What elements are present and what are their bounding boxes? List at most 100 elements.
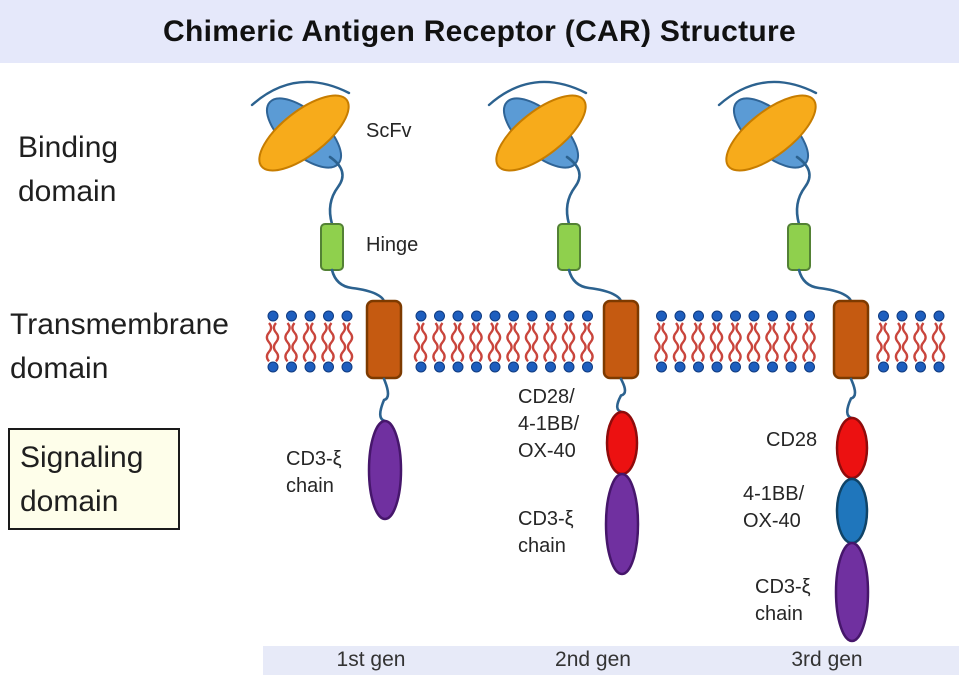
transmembrane-domain-label: Transmembrane domain (10, 308, 229, 385)
gen3-costim-label: 4-1BB/ OX-40 (743, 483, 805, 532)
linker-line (565, 155, 581, 226)
signaling-domain-label: Signaling domain (20, 441, 144, 518)
transmembrane-rect (832, 299, 870, 380)
phospholipid-head (915, 361, 926, 373)
phospholipid-head (730, 361, 741, 373)
linker-line (328, 155, 344, 226)
binding-domain-label: Binding domain (18, 131, 119, 208)
page-title: Chimeric Antigen Receptor (CAR) Structur… (163, 14, 796, 48)
phospholipid-head (563, 310, 575, 322)
phospholipid-head (582, 310, 593, 322)
phospholipid-head (304, 361, 316, 373)
costim-ellipse-red (835, 416, 869, 480)
scfv-label: ScFv (366, 120, 412, 142)
phospholipid-head (286, 310, 297, 322)
phospholipid-head (674, 361, 686, 373)
cd3-zeta-ellipse (604, 472, 640, 576)
phospholipid-head (915, 310, 926, 322)
phospholipid-head (323, 310, 334, 322)
transmembrane-rect (365, 299, 403, 380)
phospholipid-head (563, 361, 575, 373)
phospholipid-head (656, 310, 667, 322)
gen1-cd3-label: CD3-ξ chain (286, 448, 342, 497)
phospholipid-head (878, 361, 889, 373)
phospholipid-head (267, 361, 279, 373)
title-bar: Chimeric Antigen Receptor (CAR) Structur… (0, 0, 959, 63)
phospholipid-head (508, 361, 519, 373)
car-gen3 (717, 80, 870, 643)
phospholipid-head (748, 310, 760, 322)
phospholipid-head (804, 361, 815, 373)
phospholipid-head (933, 310, 945, 322)
linker-line (795, 155, 811, 226)
phospholipid-head (656, 361, 667, 373)
scfv-icon (250, 80, 351, 172)
phospholipid-head (286, 361, 297, 373)
phospholipid-head (804, 310, 815, 322)
phospholipid-head (545, 310, 556, 322)
cd3-zeta-ellipse (367, 419, 403, 521)
phospholipid-head (489, 361, 501, 373)
phospholipid-head (415, 310, 427, 322)
linker-line (378, 377, 390, 423)
gen2-cd3-label: CD3-ξ chain (518, 508, 574, 557)
phospholipid-head (748, 361, 760, 373)
hinge-label: Hinge (366, 234, 419, 256)
scfv-arc (717, 80, 818, 107)
gen3-cd3-label: CD3-ξ chain (755, 576, 811, 625)
phospholipid-head (767, 310, 778, 322)
phospholipid-head (674, 310, 686, 322)
linker-line (330, 268, 386, 304)
gen-label-1st: 1st gen (336, 648, 406, 671)
scfv-icon (487, 80, 588, 172)
lipid-bilayer (265, 310, 946, 373)
signaling-domain-box: Signaling domain (8, 428, 180, 530)
phospholipid-head (267, 310, 279, 322)
phospholipid-head (508, 310, 519, 322)
phospholipid-head (434, 361, 445, 373)
phospholipid-head (341, 310, 353, 322)
phospholipid-head (471, 361, 482, 373)
scfv-arc (487, 80, 588, 107)
phospholipid-head (785, 310, 797, 322)
hinge-shape (557, 223, 581, 271)
phospholipid-head (785, 361, 797, 373)
phospholipid-head (711, 310, 723, 322)
gen2-costim-label: CD28/ 4-1BB/ OX-40 (518, 386, 580, 462)
phospholipid-head (582, 361, 593, 373)
linker-line (797, 268, 853, 304)
phospholipid-head (896, 361, 908, 373)
phospholipid-head (693, 361, 704, 373)
gen-label-2nd: 2nd gen (555, 648, 631, 671)
phospholipid-head (933, 361, 945, 373)
phospholipid-head (452, 310, 464, 322)
phospholipid-head (693, 310, 704, 322)
costim-ellipse-red (605, 410, 639, 476)
costim-ellipse-blue (835, 477, 869, 545)
phospholipid-head (767, 361, 778, 373)
phospholipid-head (341, 361, 353, 373)
phospholipid-head (304, 310, 316, 322)
phospholipid-head (730, 310, 741, 322)
hinge-shape (787, 223, 811, 271)
footer-strip (263, 646, 959, 675)
cd3-zeta-ellipse (834, 541, 870, 643)
linker-line (845, 377, 857, 420)
phospholipid-head (489, 310, 501, 322)
transmembrane-rect (602, 299, 640, 380)
phospholipid-head (471, 310, 482, 322)
phospholipid-head (896, 310, 908, 322)
gen3-cd28-label: CD28 (766, 429, 818, 451)
scfv-icon (717, 80, 818, 172)
phospholipid-head (878, 310, 889, 322)
phospholipid-head (526, 361, 538, 373)
scfv-arc (250, 80, 351, 107)
phospholipid-head (526, 310, 538, 322)
linker-line (567, 268, 623, 304)
phospholipid-head (415, 361, 427, 373)
phospholipid-head (434, 310, 445, 322)
phospholipid-head (323, 361, 334, 373)
phospholipid-head (711, 361, 723, 373)
phospholipid-head (452, 361, 464, 373)
